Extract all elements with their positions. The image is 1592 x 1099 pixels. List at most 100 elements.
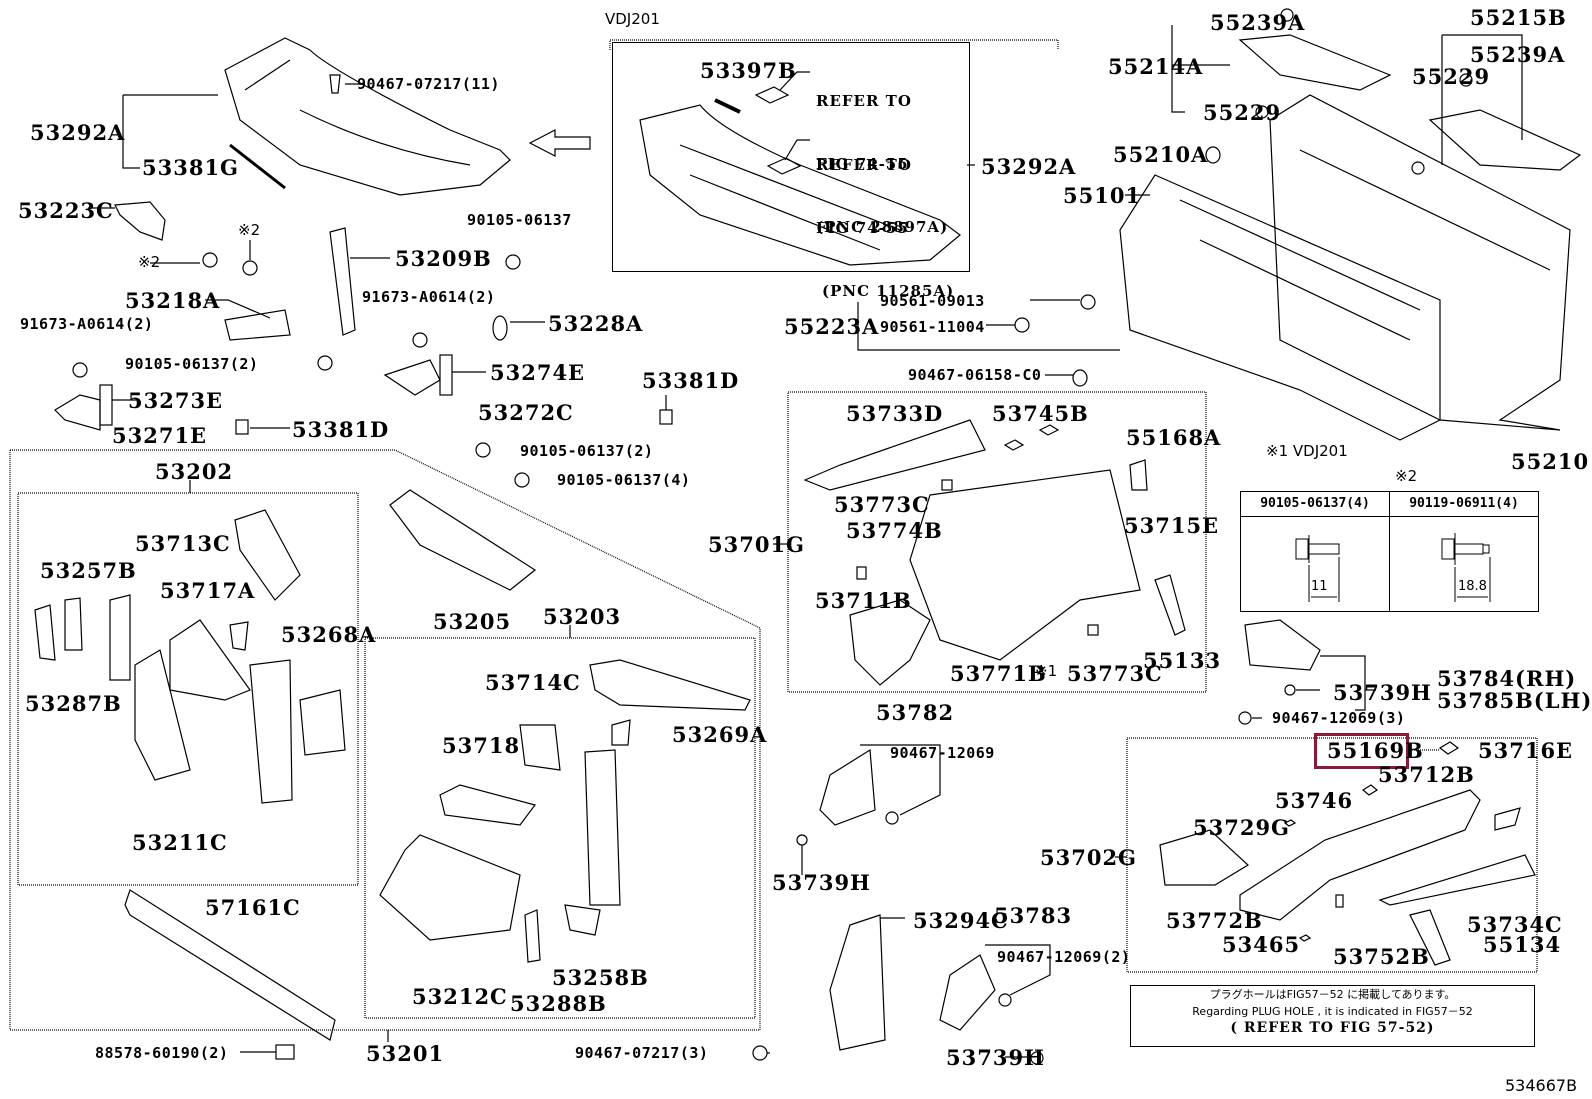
- part-label[interactable]: 90467-07217(11): [357, 75, 500, 93]
- part-label[interactable]: 53201: [366, 1041, 445, 1066]
- part-53209B: [329, 227, 356, 336]
- part-label[interactable]: 53783: [994, 903, 1073, 928]
- part-53734C: [1378, 854, 1536, 906]
- part-label[interactable]: 53714C: [485, 670, 581, 695]
- part-53258B: [564, 904, 601, 936]
- part-label[interactable]: 90467-12069: [890, 744, 995, 762]
- part-label[interactable]: 53203: [543, 604, 622, 629]
- part-label[interactable]: 90105-06137(4): [557, 471, 691, 489]
- part-label[interactable]: 55168A: [1126, 425, 1222, 450]
- part-label[interactable]: 53381G: [142, 155, 239, 180]
- part-label[interactable]: 53271E: [112, 423, 208, 448]
- part-label[interactable]: 53701G: [708, 532, 805, 557]
- part-label[interactable]: 53718: [442, 733, 521, 758]
- part-label[interactable]: 53784(RH): [1437, 666, 1577, 691]
- part-label[interactable]: 53465: [1222, 932, 1301, 957]
- part-label[interactable]: 53717A: [160, 578, 256, 603]
- part-label[interactable]: 53294C: [913, 908, 1009, 933]
- part-label[interactable]: 53771B: [950, 661, 1047, 686]
- part-label[interactable]: 55210A: [1113, 142, 1209, 167]
- part-label[interactable]: 53733D: [846, 401, 944, 426]
- part-label[interactable]: 53272C: [478, 400, 574, 425]
- part-label[interactable]: 53745B: [992, 401, 1089, 426]
- part-label[interactable]: 53716E: [1478, 738, 1574, 763]
- part-label[interactable]: 53785B(LH): [1437, 688, 1592, 713]
- part-label[interactable]: 53711B: [815, 588, 912, 613]
- part-label[interactable]: 53205: [433, 609, 512, 634]
- part-label[interactable]: 53702G: [1040, 845, 1137, 870]
- part-label[interactable]: 90467-06158-C0: [908, 366, 1042, 384]
- part-label[interactable]: 53739H: [946, 1045, 1045, 1070]
- part-label[interactable]: 53218A: [125, 288, 221, 313]
- part-label[interactable]: 53274E: [490, 360, 586, 385]
- part-label[interactable]: 90467-12069(2): [997, 948, 1131, 966]
- part-label[interactable]: 53228A: [548, 311, 644, 336]
- part-label[interactable]: 55134: [1483, 932, 1562, 957]
- part-label[interactable]: 53292A: [30, 120, 126, 145]
- part-label[interactable]: 53287B: [25, 691, 122, 716]
- part-label[interactable]: 53746: [1275, 788, 1354, 813]
- part-label[interactable]: 53288B: [510, 991, 607, 1016]
- part-label[interactable]: 53773C: [1067, 661, 1163, 686]
- assembly-53702G-box: [1126, 737, 1538, 973]
- part-label[interactable]: 53211C: [132, 830, 228, 855]
- part-label[interactable]: 55239A: [1470, 42, 1566, 67]
- part-55101-dash-panel: [1119, 174, 1441, 441]
- part-label[interactable]: 53712B: [1378, 762, 1475, 787]
- part-label[interactable]: 55229: [1412, 64, 1491, 89]
- clip-icon: [1030, 1051, 1044, 1065]
- part-label[interactable]: 53258B: [552, 965, 649, 990]
- bolt-icon: [505, 254, 521, 270]
- part-label[interactable]: 53209B: [395, 246, 492, 271]
- part-label[interactable]: 53269A: [672, 722, 768, 747]
- part-label[interactable]: 53202: [155, 459, 234, 484]
- part-label[interactable]: 88578-60190(2): [95, 1044, 229, 1062]
- fastener-part-1[interactable]: 90105-06137(4): [1240, 491, 1390, 517]
- part-label[interactable]: 53752B: [1333, 944, 1430, 969]
- part-label[interactable]: 55239A: [1210, 10, 1306, 35]
- part-label[interactable]: 90105-06137(2): [125, 355, 259, 373]
- part-label[interactable]: 53257B: [40, 558, 137, 583]
- part-label[interactable]: 90467-07217(3): [575, 1044, 709, 1062]
- part-label-highlighted[interactable]: 55169B: [1327, 738, 1424, 763]
- part-label[interactable]: 55133: [1143, 648, 1222, 673]
- part-label[interactable]: 53774B: [846, 518, 943, 543]
- assembly-53203-box: [364, 637, 756, 1019]
- part-label[interactable]: 53729G: [1193, 815, 1290, 840]
- part-label[interactable]: 55223A: [784, 314, 880, 339]
- part-label[interactable]: 53273E: [128, 388, 224, 413]
- part-label[interactable]: 90561-09013: [880, 292, 985, 310]
- plug-note-refer[interactable]: ( REFER TO FIG 57-52): [1230, 1020, 1435, 1036]
- part-label[interactable]: 55101: [1063, 183, 1142, 208]
- part-label[interactable]: 55210: [1511, 449, 1590, 474]
- part-label[interactable]: 90467-12069(3): [1272, 709, 1406, 727]
- part-label[interactable]: 53212C: [412, 984, 508, 1009]
- part-label[interactable]: 53715E: [1124, 513, 1220, 538]
- part-label[interactable]: 53397B: [700, 58, 797, 83]
- refer-note-2[interactable]: REFER TO FIG 74-55 (PNC 11285A): [816, 156, 955, 300]
- part-label[interactable]: 53381D: [292, 417, 390, 442]
- part-label[interactable]: 53773C: [834, 492, 930, 517]
- part-label[interactable]: 53381D: [642, 368, 740, 393]
- part-label[interactable]: 55229: [1203, 100, 1282, 125]
- part-label[interactable]: 53739H: [772, 870, 871, 895]
- part-label[interactable]: 53734C: [1467, 912, 1563, 937]
- part-label[interactable]: 55214A: [1108, 54, 1204, 79]
- part-label[interactable]: 90561-11004: [880, 318, 985, 336]
- part-label[interactable]: 53268A: [281, 622, 377, 647]
- part-label[interactable]: 90105-06137(2): [520, 442, 654, 460]
- refer-note-1[interactable]: REFER TO FIG 74-55 (PNC 28897A): [816, 92, 949, 236]
- part-label[interactable]: 53739H: [1333, 680, 1432, 705]
- part-label[interactable]: 57161C: [205, 895, 301, 920]
- part-label[interactable]: 91673-A0614(2): [20, 315, 154, 333]
- part-label[interactable]: 90105-06137: [467, 211, 572, 229]
- part-label[interactable]: 53713C: [135, 531, 231, 556]
- fastener-part-2[interactable]: 90119-06911(4): [1389, 491, 1539, 517]
- part-label[interactable]: 53772B: [1166, 908, 1263, 933]
- part-label[interactable]: 53223C: [18, 198, 114, 223]
- part-label[interactable]: 91673-A0614(2): [362, 288, 496, 306]
- part-label[interactable]: 53782: [876, 700, 955, 725]
- part-label[interactable]: 55215B: [1470, 5, 1567, 30]
- part-label[interactable]: 53292A: [981, 154, 1077, 179]
